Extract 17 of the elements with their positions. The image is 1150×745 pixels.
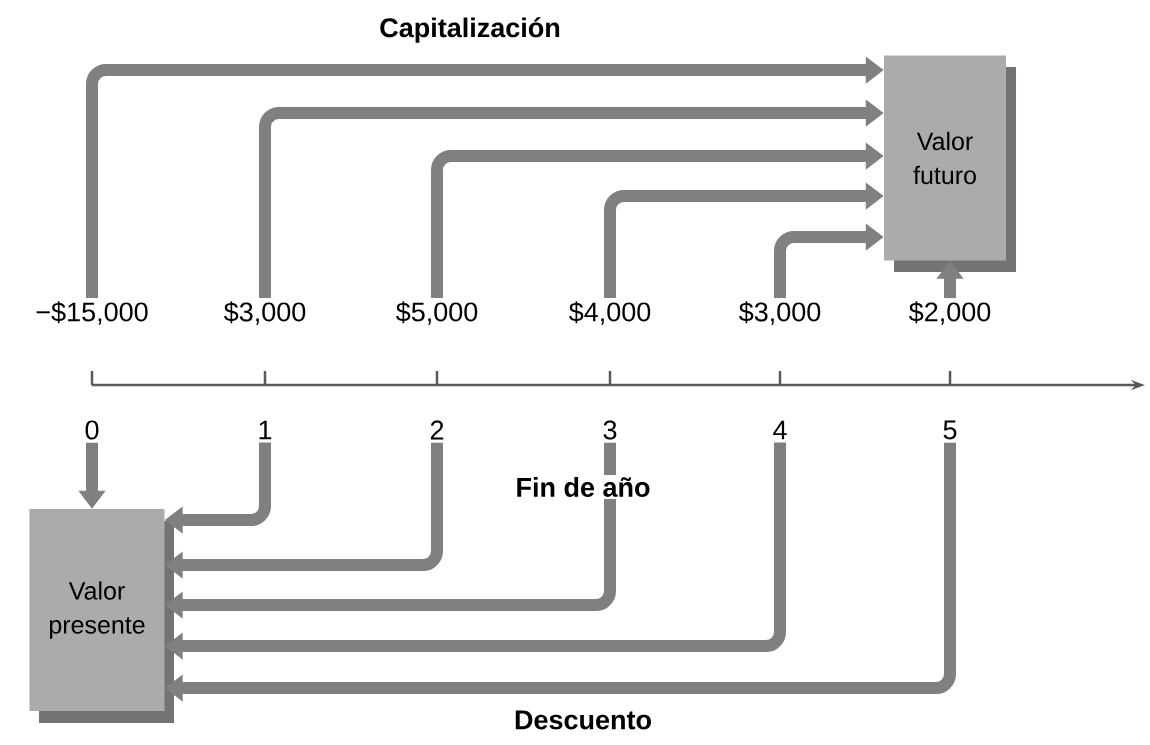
year-label: 1 [259,420,272,440]
year-label: 2 [430,420,444,440]
value-box: Valor presente [29,509,174,723]
heading: Capitalización [377,15,563,45]
value-box: Valor futuro [884,55,1016,272]
amount-label: $5,000 [396,301,478,325]
amount-label: $2,000 [909,301,991,325]
year-label: 3 [603,420,617,440]
heading: Descuento [512,708,655,732]
amount-label: $3,000 [739,301,821,325]
amount-label: −$15,000 [36,301,148,325]
heading: Fin de año [513,475,653,499]
year-label: 5 [943,420,957,440]
year-label: 0 [85,420,99,440]
amount-label: $4,000 [569,301,651,325]
amount-label: $3,000 [224,301,306,325]
year-label: 4 [773,420,787,440]
